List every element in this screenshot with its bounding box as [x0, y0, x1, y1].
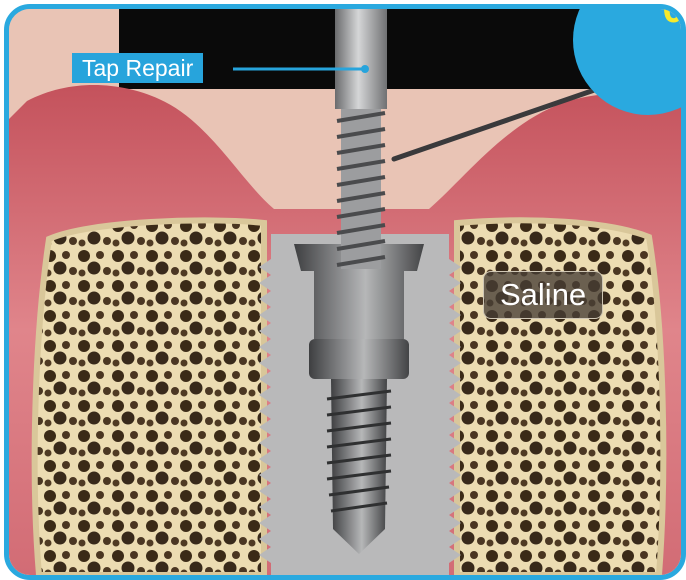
illustration-frame: 01 Tap Repair Saline	[4, 4, 686, 580]
tap-repair-callout-dot	[361, 65, 369, 73]
implant-screw-body	[331, 379, 387, 554]
abutment-neck	[309, 339, 409, 379]
tap-repair-label: Tap Repair	[72, 53, 203, 83]
bone-left	[35, 220, 264, 575]
step-number: 01	[663, 4, 686, 32]
saline-label: Saline	[483, 271, 603, 319]
tap-repair-tool-icon	[335, 9, 387, 109]
